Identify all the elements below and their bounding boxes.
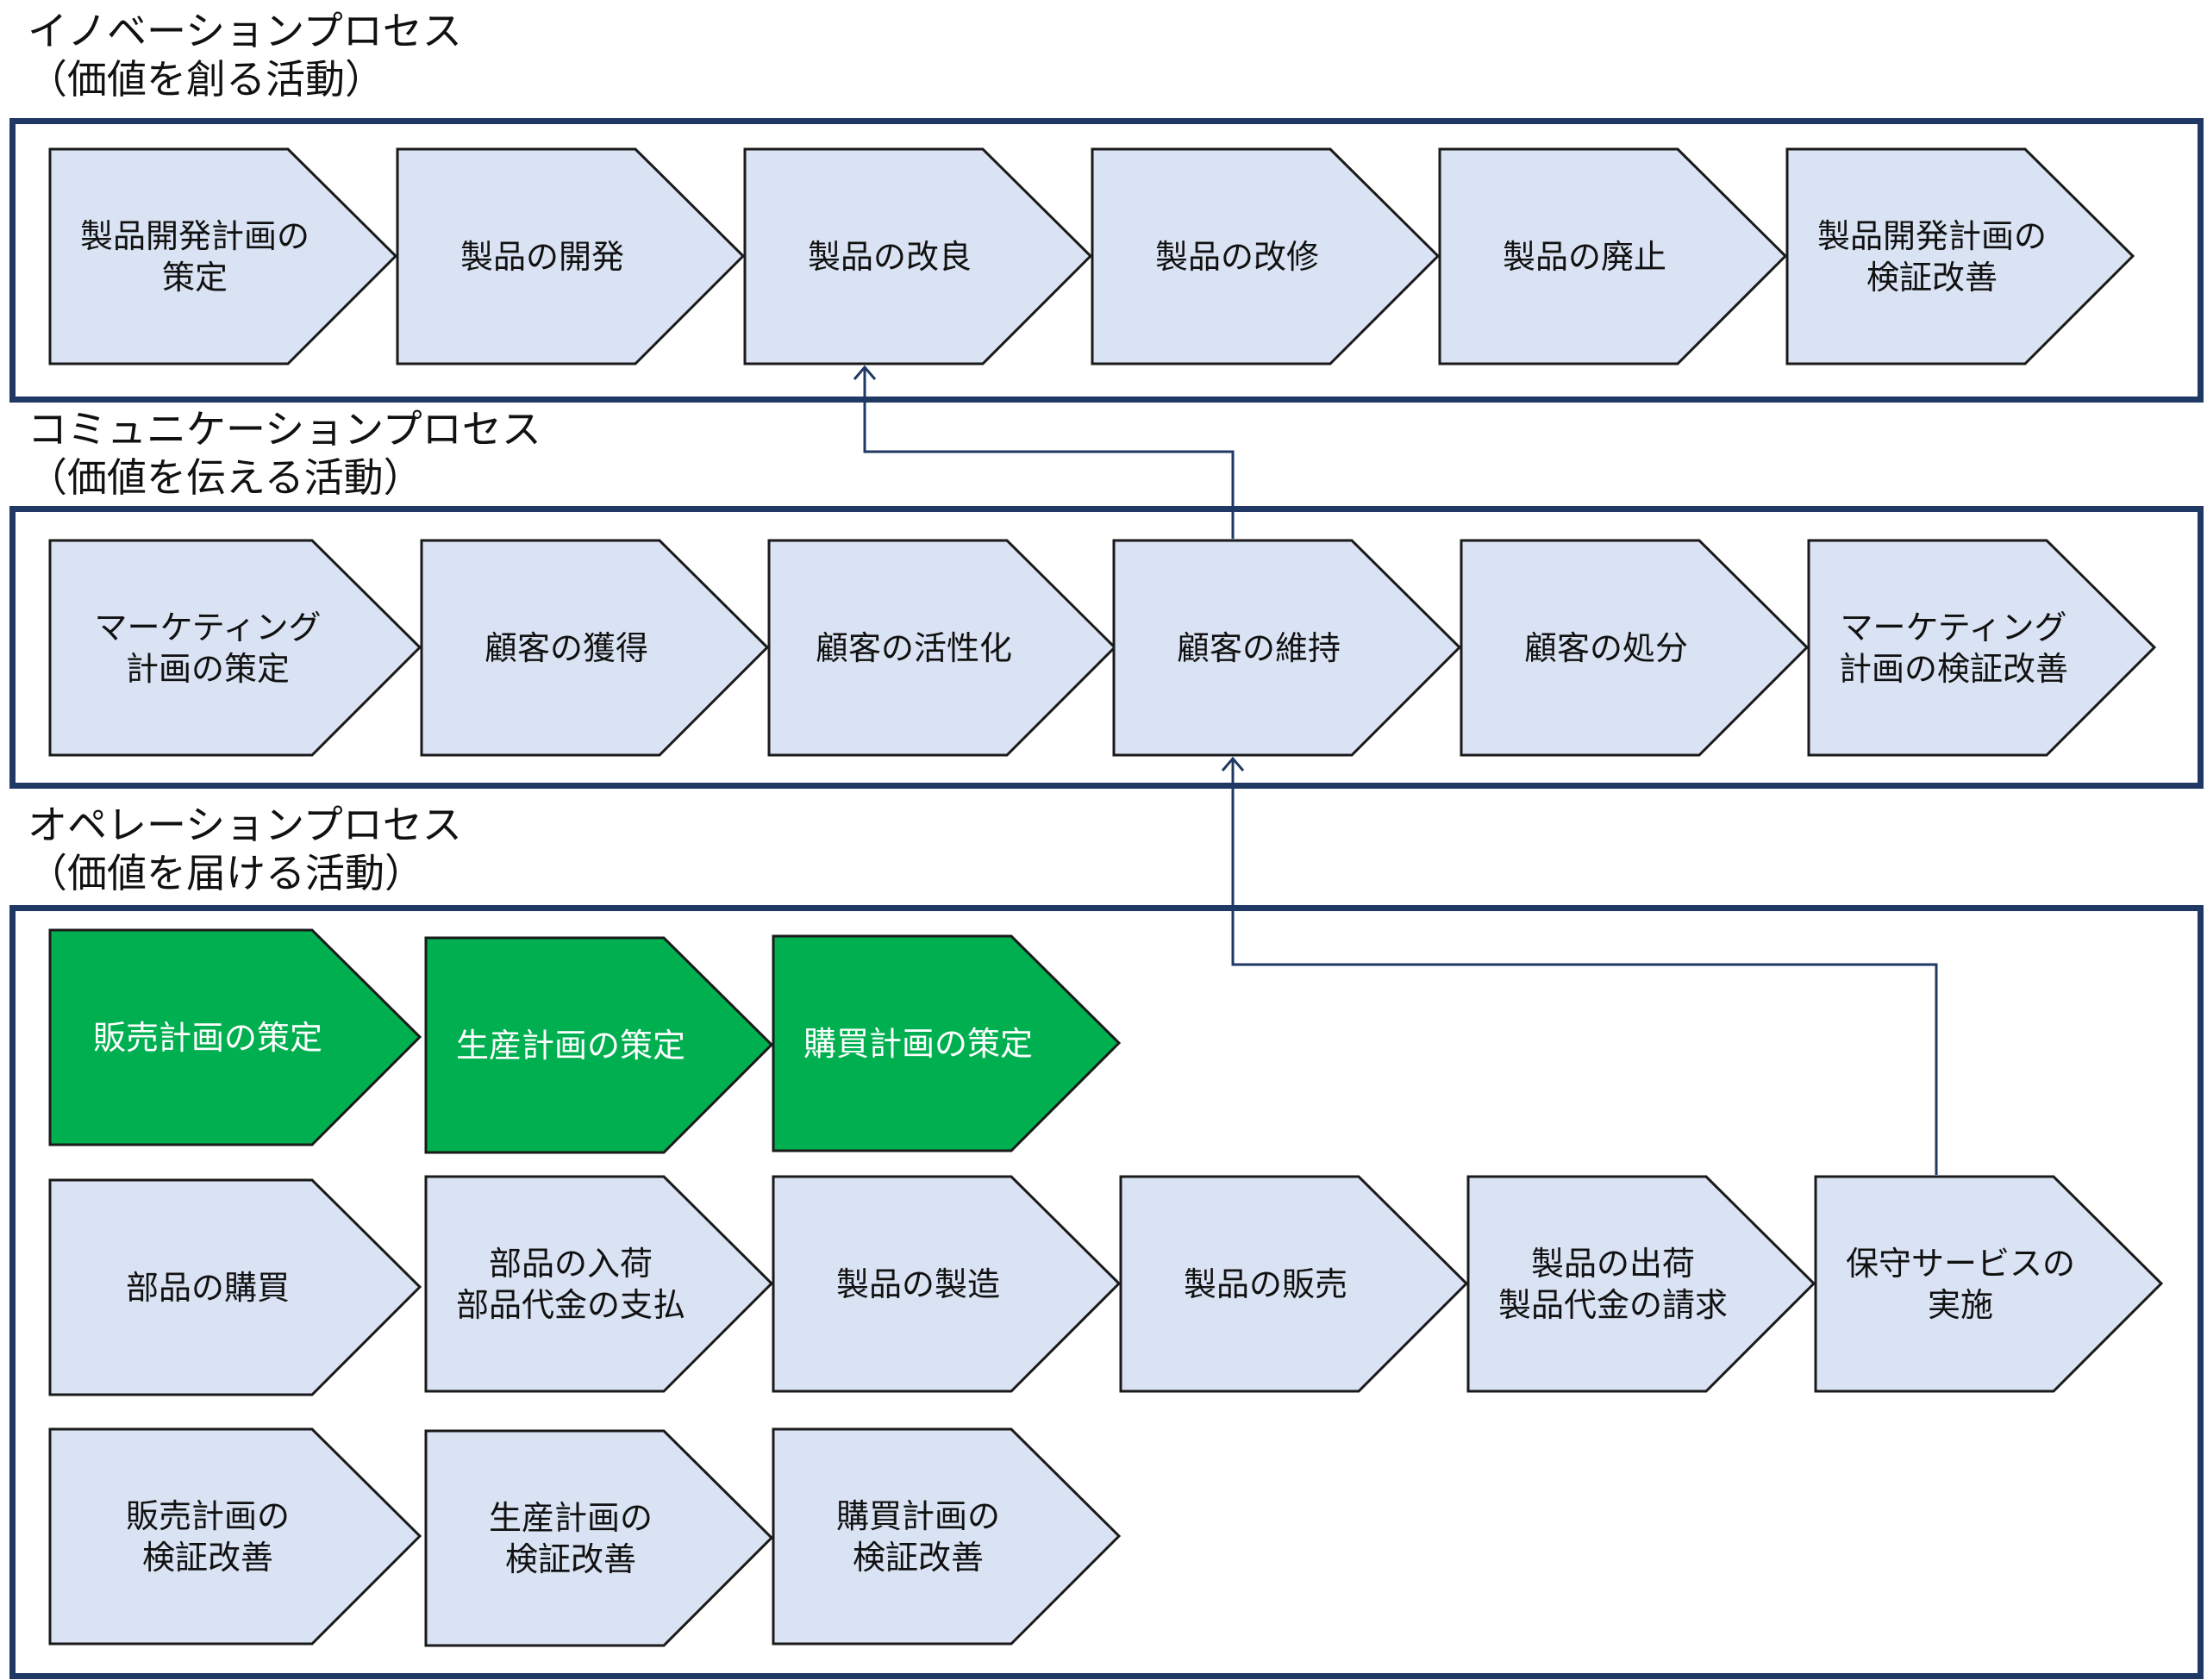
step-label: 製品の出荷 製品代金の請求 xyxy=(1497,1244,1728,1324)
step-label: 製品の改良 xyxy=(807,237,972,276)
chevron-shape xyxy=(48,1427,422,1646)
step-label: 顧客の処分 xyxy=(1523,628,1688,667)
chevron-shape xyxy=(1785,147,2135,365)
chevron-shape xyxy=(48,147,398,365)
chevron-shape xyxy=(48,539,422,757)
communication-title: コミュニケーションプロセス xyxy=(28,406,541,453)
step-label: 販売計画の策定 xyxy=(92,1018,322,1057)
operation-review-step-1: 販売計画の 検証改善 xyxy=(48,1427,422,1646)
communication-heading: コミュニケーションプロセス （価値を伝える活動） xyxy=(28,405,541,502)
step-label: 部品の入荷 部品代金の支払 xyxy=(455,1244,685,1324)
step-label: 部品の購買 xyxy=(125,1268,290,1307)
step-label: 製品開発計画の 検証改善 xyxy=(1816,216,2047,297)
communication-step-5: 顧客の処分 xyxy=(1460,539,1810,757)
step-label: 製品開発計画の 策定 xyxy=(79,216,309,297)
chevron-shape xyxy=(1807,539,2157,757)
innovation-heading: イノベーションプロセス （価値を創る活動） xyxy=(28,7,462,103)
operation-exec-step-5: 製品の出荷 製品代金の請求 xyxy=(1466,1175,1816,1393)
chevron-shape xyxy=(424,1429,774,1647)
operation-exec-step-1: 部品の購買 xyxy=(48,1178,422,1396)
communication-step-4: 顧客の維持 xyxy=(1112,539,1462,757)
operation-heading: オペレーションプロセス （価値を届ける活動） xyxy=(28,801,462,897)
operation-exec-step-2: 部品の入荷 部品代金の支払 xyxy=(424,1175,774,1393)
operation-exec-step-3: 製品の製造 xyxy=(772,1175,1122,1393)
communication-step-1: マーケティング 計画の策定 xyxy=(48,539,422,757)
step-label: 購買計画の 検証改善 xyxy=(835,1496,1000,1577)
innovation-subtitle: （価値を創る活動） xyxy=(28,56,385,103)
operation-review-step-3: 購買計画の 検証改善 xyxy=(772,1427,1122,1646)
step-label: 製品の開発 xyxy=(460,237,624,276)
chevron-shape xyxy=(420,539,770,757)
operation-subtitle: （価値を届ける活動） xyxy=(28,850,424,896)
step-label: 製品の改修 xyxy=(1154,237,1319,276)
chevron-shape xyxy=(1438,147,1788,365)
innovation-step-6: 製品開発計画の 検証改善 xyxy=(1785,147,2135,365)
chevron-shape xyxy=(396,147,746,365)
chevron-shape xyxy=(48,928,422,1146)
chevron-shape xyxy=(1466,1175,1816,1393)
operation-title: オペレーションプロセス xyxy=(28,802,462,848)
step-label: マーケティング 計画の策定 xyxy=(94,608,322,688)
operation-plan-step-2: 生産計画の策定 xyxy=(424,936,774,1154)
step-label: 顧客の維持 xyxy=(1176,628,1341,667)
communication-subtitle: （価値を伝える活動） xyxy=(28,454,423,501)
chevron-shape xyxy=(772,1175,1122,1393)
chevron-shape xyxy=(743,147,1093,365)
step-label: 顧客の活性化 xyxy=(815,628,1012,667)
step-label: 製品の廃止 xyxy=(1502,237,1666,276)
step-label: 購買計画の策定 xyxy=(803,1024,1033,1063)
step-label: 顧客の獲得 xyxy=(484,628,648,667)
communication-step-6: マーケティング 計画の検証改善 xyxy=(1807,539,2157,757)
step-label: 生産計画の 検証改善 xyxy=(488,1498,653,1578)
chevron-shape xyxy=(1814,1175,2164,1393)
chevron-shape xyxy=(767,539,1117,757)
innovation-step-3: 製品の改良 xyxy=(743,147,1093,365)
chevron-shape xyxy=(1460,539,1810,757)
innovation-step-5: 製品の廃止 xyxy=(1438,147,1788,365)
communication-step-2: 顧客の獲得 xyxy=(420,539,770,757)
operation-exec-step-6: 保守サービスの 実施 xyxy=(1814,1175,2164,1393)
chevron-shape xyxy=(772,934,1122,1152)
chevron-shape xyxy=(48,1178,422,1396)
operation-review-step-2: 生産計画の 検証改善 xyxy=(424,1429,774,1647)
chevron-shape xyxy=(424,936,774,1154)
chevron-shape xyxy=(1112,539,1462,757)
innovation-step-4: 製品の改修 xyxy=(1091,147,1441,365)
chevron-shape xyxy=(1119,1175,1469,1393)
step-label: マーケティング 計画の検証改善 xyxy=(1838,608,2068,688)
innovation-step-1: 製品開発計画の 策定 xyxy=(48,147,398,365)
communication-step-3: 顧客の活性化 xyxy=(767,539,1117,757)
step-label: 製品の製造 xyxy=(835,1265,1000,1303)
chevron-shape xyxy=(772,1427,1122,1646)
innovation-title: イノベーションプロセス xyxy=(28,8,462,54)
operation-plan-step-3: 購買計画の策定 xyxy=(772,934,1122,1152)
operation-plan-step-1: 販売計画の策定 xyxy=(48,928,422,1146)
step-label: 販売計画の 検証改善 xyxy=(125,1496,290,1577)
step-label: 保守サービスの 実施 xyxy=(1845,1244,2075,1324)
chevron-shape xyxy=(1091,147,1441,365)
chevron-shape xyxy=(424,1175,774,1393)
step-label: 製品の販売 xyxy=(1183,1265,1347,1303)
step-label: 生産計画の策定 xyxy=(455,1026,685,1065)
innovation-step-2: 製品の開発 xyxy=(396,147,746,365)
operation-frame xyxy=(9,905,2204,1679)
operation-exec-step-4: 製品の販売 xyxy=(1119,1175,1469,1393)
